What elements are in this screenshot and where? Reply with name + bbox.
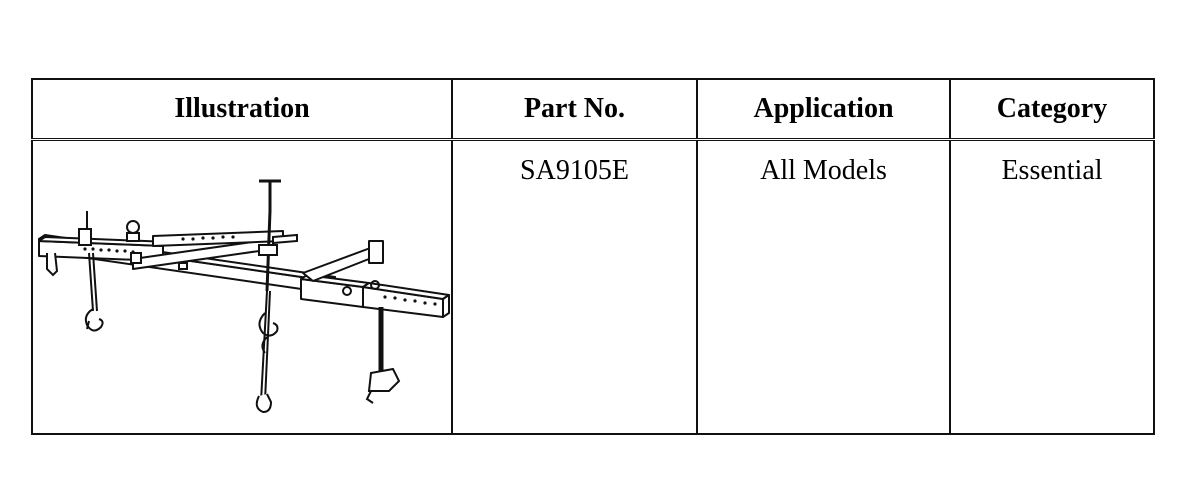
application-value: All Models [760,155,887,186]
engine-support-bar-icon [38,179,450,414]
header-illustration: Illustration [31,78,453,141]
part-no-value: SA9105E [520,155,629,186]
special-tool-table: Illustration Part No. Application Catego… [31,78,1155,435]
part-no-cell: SA9105E [451,138,698,435]
illustration-figure [33,141,451,433]
header-part-no: Part No. [451,78,698,141]
table-row: SA9105E All Models Essential [31,138,1155,435]
category-value: Essential [1001,155,1103,186]
table-header-row: Illustration Part No. Application Catego… [31,78,1155,141]
category-cell: Essential [949,138,1155,435]
illustration-cell [31,138,453,435]
header-category: Category [949,78,1155,141]
header-application: Application [696,78,951,141]
application-cell: All Models [696,138,951,435]
